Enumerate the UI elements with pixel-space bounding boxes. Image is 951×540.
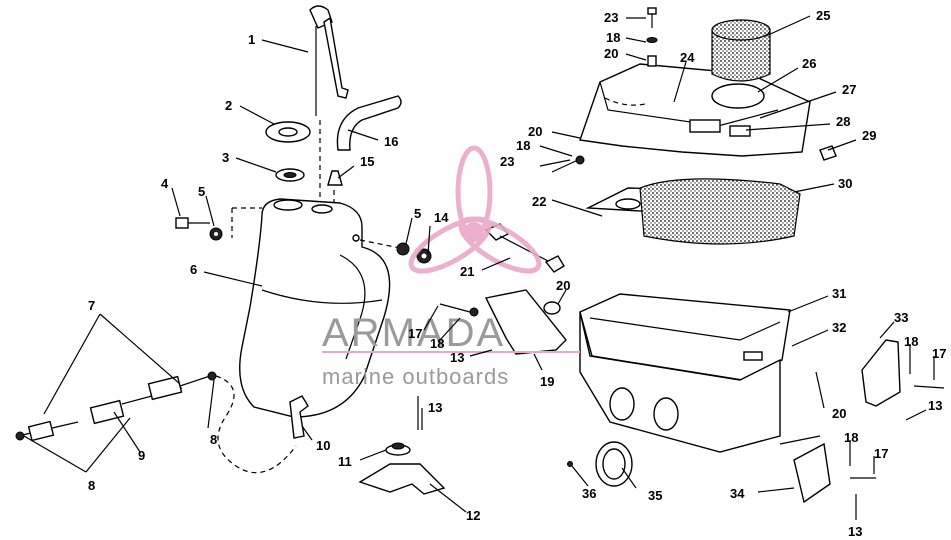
callout-2: 2 <box>225 98 232 113</box>
airbox-base <box>579 293 791 453</box>
fuel-line-assembly <box>15 371 297 474</box>
callout-24: 24 <box>680 50 695 65</box>
callout-6: 6 <box>190 262 197 277</box>
callout-5b: 5 <box>414 206 421 221</box>
callout-4: 4 <box>161 176 169 191</box>
airbox-cover <box>579 63 811 157</box>
callout-20a: 20 <box>556 278 570 293</box>
airbox-bracket <box>484 289 567 355</box>
callout-20b: 20 <box>528 124 542 139</box>
fuel-tank <box>231 198 401 418</box>
callout-11: 11 <box>338 454 352 469</box>
callout-13c: 13 <box>928 398 942 413</box>
callout-20d: 20 <box>832 406 846 421</box>
callout-10: 10 <box>316 438 330 453</box>
tank-mount-grommet <box>385 442 411 456</box>
filler-grommet <box>275 168 305 182</box>
callout-18d: 18 <box>904 334 918 349</box>
callout-27: 27 <box>842 82 856 97</box>
tank-vent-grommet <box>396 242 432 264</box>
callout-5a: 5 <box>198 184 205 199</box>
callout-21: 21 <box>460 264 474 279</box>
callout-17c: 17 <box>874 446 888 461</box>
callout-25: 25 <box>816 8 830 23</box>
callout-16: 16 <box>384 134 398 149</box>
watermark-tagline: marine outboards <box>322 364 509 389</box>
callout-23b: 23 <box>604 10 618 25</box>
vent-fitting <box>327 170 343 210</box>
callout-35: 35 <box>648 488 662 503</box>
callout-18a: 18 <box>430 336 444 351</box>
callout-17b: 17 <box>932 346 946 361</box>
watermark-logo <box>408 145 542 274</box>
callout-20c: 20 <box>604 46 618 61</box>
vent-hose <box>336 95 402 151</box>
mount-plate-front <box>793 442 876 504</box>
callout-13a: 13 <box>428 400 442 415</box>
callout-18e: 18 <box>844 430 858 445</box>
callout-32: 32 <box>832 320 846 335</box>
callout-8b: 8 <box>88 478 95 493</box>
callout-13d: 13 <box>848 524 862 539</box>
bracket-bolt <box>439 303 479 317</box>
tank-bracket <box>358 396 446 495</box>
callout-30: 30 <box>838 176 852 191</box>
callout-3: 3 <box>222 150 229 165</box>
callout-31: 31 <box>832 286 846 301</box>
callout-19: 19 <box>540 374 554 389</box>
callout-22: 22 <box>532 194 546 209</box>
filler-gasket <box>265 121 311 143</box>
callout-9: 9 <box>138 448 145 463</box>
callout-12: 12 <box>466 508 480 523</box>
callout-15: 15 <box>360 154 374 169</box>
callout-1: 1 <box>248 32 255 47</box>
callout-7: 7 <box>88 298 95 313</box>
cover-clip <box>819 145 837 161</box>
callout-14: 14 <box>434 210 449 225</box>
callout-28: 28 <box>836 114 850 129</box>
boot-screw <box>567 461 573 467</box>
intake-boot <box>595 441 633 487</box>
watermark-brand: ARMADA <box>322 311 505 355</box>
callout-17a: 17 <box>408 326 422 341</box>
callout-18c: 18 <box>606 30 620 45</box>
callout-18b: 18 <box>516 138 530 153</box>
callout-23a: 23 <box>500 154 514 169</box>
mount-plate-right <box>861 339 945 407</box>
filler-hose <box>309 5 349 200</box>
callouts: 1 2 3 4 5 6 7 8 8 9 10 11 12 13 13 13 13… <box>88 8 946 539</box>
callout-33: 33 <box>894 310 908 325</box>
air-intake-foam <box>711 19 771 109</box>
callout-34: 34 <box>730 486 745 501</box>
leader-lines <box>23 15 935 520</box>
bracket-bushing <box>543 301 561 315</box>
air-filter-element <box>639 178 801 245</box>
tank-washer <box>209 227 223 241</box>
drain-fitting <box>484 223 565 273</box>
callout-29: 29 <box>862 128 876 143</box>
callout-8a: 8 <box>210 432 217 447</box>
callout-26: 26 <box>802 56 816 71</box>
cover-screw-side <box>551 155 585 173</box>
cover-screw <box>646 7 658 67</box>
callout-13b: 13 <box>450 350 464 365</box>
callout-36: 36 <box>582 486 596 501</box>
fuel-fitting <box>289 395 309 439</box>
tank-bolt <box>175 217 210 229</box>
